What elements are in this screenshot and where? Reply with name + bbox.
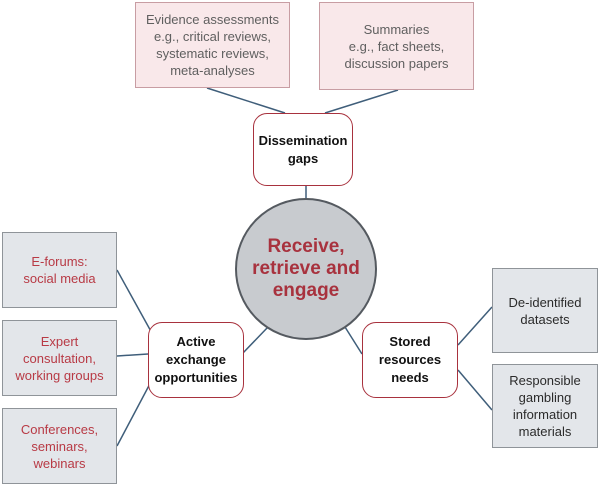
- deidentified-line: De-identified: [508, 294, 582, 310]
- de-identified-datasets-box: De-identified datasets: [492, 268, 598, 353]
- summaries-line: e.g., fact sheets,: [348, 38, 445, 54]
- hub-line: opportunities: [154, 370, 238, 385]
- expert-line: consultation,: [23, 350, 96, 366]
- conferences-box: Conferences, seminars, webinars: [2, 408, 117, 484]
- evidence-assessments-box: Evidence assessments e.g., critical revi…: [135, 2, 290, 88]
- connector-active-expert: [116, 353, 149, 357]
- hub-line: resources: [378, 352, 442, 367]
- conferences-line: webinars: [33, 455, 86, 471]
- hub-line: Stored: [389, 334, 431, 349]
- connector-active-conferences: [116, 377, 154, 447]
- connector-dissemination-summaries: [324, 89, 399, 114]
- responsible-line: materials: [518, 424, 572, 439]
- stored-resources-hub: Stored resources needs: [362, 322, 458, 398]
- hub-line: Active: [176, 334, 216, 349]
- evidence-line: Evidence assessments: [146, 12, 279, 27]
- evidence-line: systematic reviews,: [156, 46, 269, 61]
- dissemination-gaps-hub: Dissemination gaps: [253, 113, 353, 186]
- expert-line: Expert: [40, 333, 79, 349]
- hub-line: gaps: [287, 150, 319, 166]
- hub-line: Dissemination: [258, 132, 348, 148]
- active-exchange-hub: Active exchange opportunities: [148, 322, 244, 398]
- responsible-line: Responsible: [509, 373, 581, 388]
- center-line: engage: [272, 280, 340, 301]
- expert-line: working groups: [15, 367, 104, 383]
- evidence-line: e.g., critical reviews,: [153, 29, 272, 44]
- evidence-line: meta-analyses: [170, 63, 255, 78]
- connector-center-active: [241, 326, 269, 355]
- connector-active-eforums: [116, 269, 154, 336]
- connector-stored-responsible: [457, 369, 493, 411]
- responsible-line: gambling: [518, 390, 572, 405]
- responsible-gambling-box: Responsible gambling information materia…: [492, 364, 598, 448]
- center-line: Receive,: [267, 236, 345, 257]
- hub-line: exchange: [166, 352, 226, 367]
- eforums-line: social media: [23, 271, 96, 286]
- conferences-line: seminars,: [31, 438, 88, 454]
- conferences-line: Conferences,: [20, 421, 99, 437]
- eforums-line: E-forums:: [31, 254, 88, 269]
- connector-center-stored: [344, 326, 363, 355]
- summaries-line: Summaries: [363, 21, 430, 37]
- summaries-box: Summaries e.g., fact sheets, discussion …: [319, 2, 474, 90]
- center-line: retrieve and: [252, 258, 360, 279]
- central-theme-circle: Receive, retrieve and engage: [235, 198, 377, 340]
- deidentified-line: datasets: [520, 311, 570, 327]
- e-forums-box: E-forums: social media: [2, 232, 117, 308]
- connector-dissemination-evidence: [206, 87, 286, 114]
- expert-consultation-box: Expert consultation, working groups: [2, 320, 117, 396]
- connector-stored-deidentified: [457, 306, 493, 346]
- hub-line: needs: [391, 370, 429, 385]
- summaries-line: discussion papers: [344, 55, 449, 71]
- responsible-line: information: [512, 407, 578, 422]
